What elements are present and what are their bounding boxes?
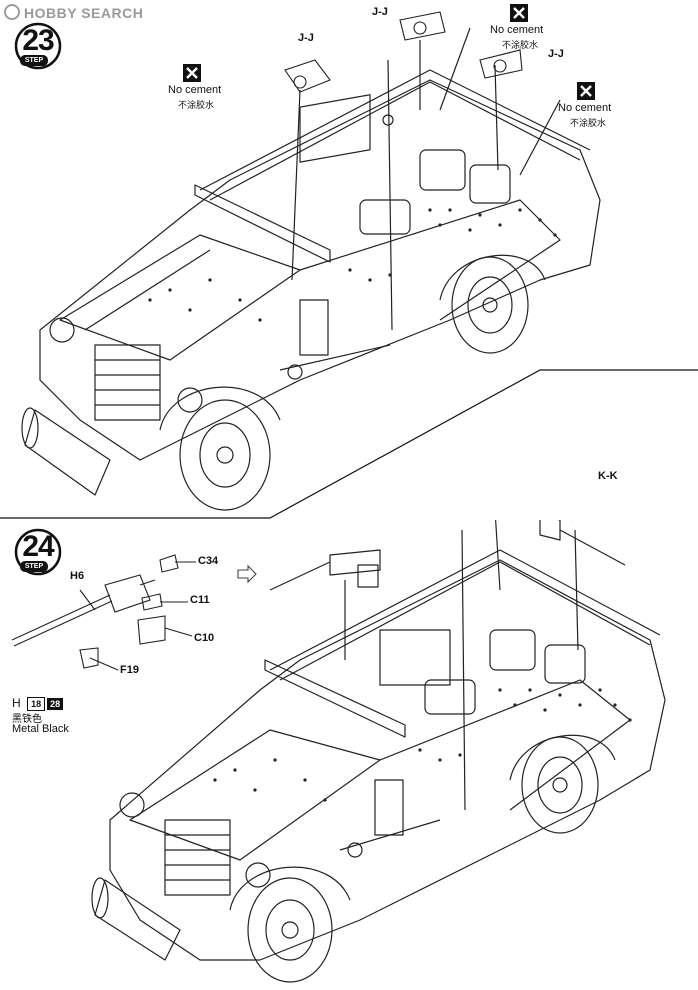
step-number: 23 [22,24,54,57]
step-circle-icon [14,528,62,576]
step-word: STEP [20,561,48,572]
label-c10: C10 [194,632,215,644]
label-jj-right: J-J [548,48,564,60]
step-23-badge: 23 STEP [14,22,62,70]
label-kk: K-K [598,470,618,482]
no-cement-label: No cement [168,84,222,96]
label-jj-left: J-J [298,32,314,44]
no-cement-label: No cement [490,24,544,36]
logo-icon [4,4,20,20]
no-cement-x-icon [183,64,201,82]
no-cement-cn: 不涂胶水 [502,41,539,51]
no-cement-x-icon [510,4,528,22]
no-cement-x-icon [577,82,595,100]
label-h6: H6 [70,570,85,582]
gun-parts-exploded [11,554,196,671]
label-c11: C11 [190,594,210,606]
step-24-badge: 24 STEP [14,528,62,576]
label-jj-top: J-J [372,6,388,18]
label-c34: C34 [198,555,219,567]
hobby-search-watermark: HOBBY SEARCH [4,4,143,21]
paint-color-cn: 黑铁色 [12,714,42,725]
no-cement-label: No cement [558,102,612,114]
paint-part-letter: H [12,696,21,710]
no-cement-cn: 不涂胶水 [178,101,215,111]
step-number: 24 [22,530,54,563]
paint-code-18: 18 [27,697,46,711]
paint-code-28: 28 [47,698,64,710]
step-24-vehicle-drawing [91,520,666,983]
no-cement-cn: 不涂胶水 [570,119,607,129]
paint-color-en: Metal Black [12,723,69,735]
step-circle-icon [14,22,62,70]
label-f19: F19 [120,664,139,676]
step-23-vehicle-drawing [21,11,601,511]
step-word: STEP [20,55,48,66]
